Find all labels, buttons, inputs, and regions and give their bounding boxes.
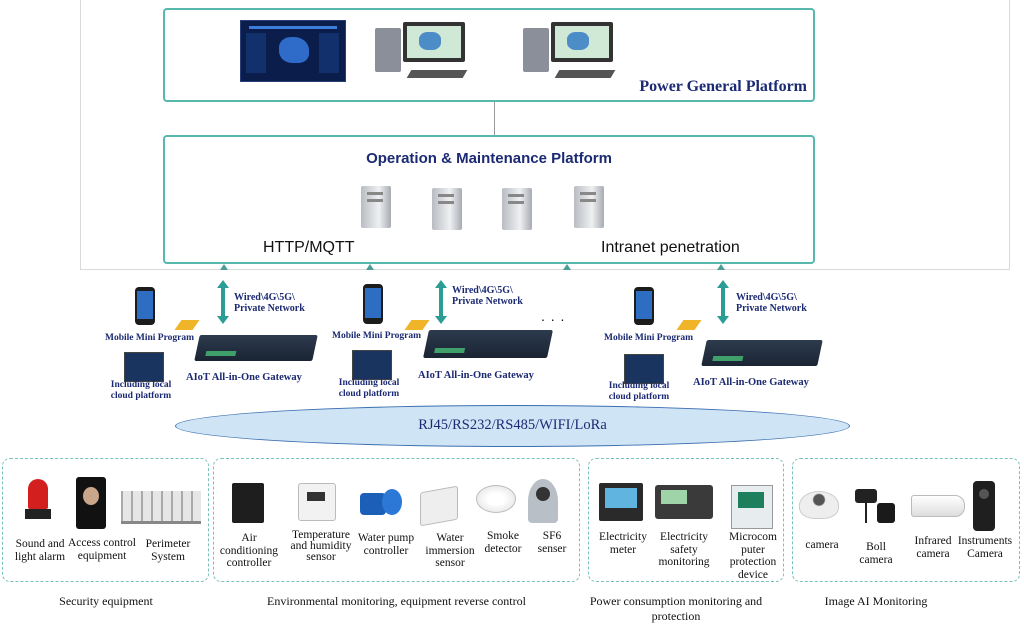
boll-camera-image [847,489,897,525]
device-label: Temperature and humidity sensor [290,529,352,563]
device-label: Water immersion sensor [425,532,475,569]
group-image-ai: camera Boll camera Infrared camera Instr… [792,458,1020,582]
gateway-unit: Wired\4G\5G\ Private Network Mobile Mini… [100,280,330,405]
protocol-bus-label: RJ45/RS232/RS485/WIFI/LoRa [418,417,607,433]
category-label: Security equipment [59,594,153,608]
power-general-platform-box: Power General Platform [163,8,815,102]
network-label: Wired\4G\5G\ Private Network [452,285,523,307]
device-label: Infrared camera [914,535,952,560]
local-platform-screen-image [124,352,164,382]
temperature-humidity-sensor-image [298,483,336,521]
protocol-bus: RJ45/RS232/RS485/WIFI/LoRa [175,405,850,447]
phone-image [135,287,155,325]
instruments-camera-image [973,481,995,531]
electricity-safety-monitor-image [655,485,713,519]
ellipsis: . . . [541,308,566,324]
network-arrow [435,280,447,324]
device-label: Electricity meter [599,531,647,556]
device-label: SF6 senser [537,530,567,555]
water-pump-image [360,489,404,519]
gateway-device-image [423,330,553,358]
alarm-light-image [25,479,51,521]
device-label: Electricity safety monitoring [658,531,710,568]
device-label: Air conditioning controller [219,532,279,569]
platform-frame [80,0,1010,270]
group-environmental: Air conditioning controller Temperature … [213,458,580,582]
port-marker [563,264,571,270]
dome-camera-image [799,491,839,519]
phone-image [634,287,654,325]
wireless-signal-icon [404,320,430,330]
computer-image [375,22,475,84]
network-label: Wired\4G\5G\ Private Network [234,292,305,314]
network-arrow [217,280,229,324]
device-label: Water pump controller [357,532,415,557]
infrared-camera-image [911,495,965,517]
port-marker [717,264,725,270]
electricity-meter-image [599,483,643,521]
device-label: Instruments Camera [957,535,1013,560]
category-label: Image AI Monitoring [824,594,928,608]
network-arrow [717,280,729,324]
device-label: Smoke detector [484,530,522,555]
device-label: Microcom puter protection device [729,531,777,581]
category-label: Power consumption monitoring and protect… [589,594,763,623]
access-control-image [76,477,106,529]
server-icon [502,188,532,230]
wireless-signal-icon [676,320,702,330]
om-platform-box: Operation & Maintenance Platform HTTP/MQ… [163,135,815,264]
gateway-device-image [701,340,823,366]
category-label: Environmental monitoring, equipment reve… [267,594,526,608]
intranet-penetration-label: Intranet penetration [601,239,740,256]
device-label: camera [805,539,839,551]
local-platform-screen-image [352,350,392,380]
smoke-detector-image [476,485,516,513]
sf6-sensor-image [528,479,558,523]
local-cloud-label: Including local cloud platform [338,378,400,399]
protection-device-image [731,485,773,529]
water-immersion-sensor-image [420,485,458,527]
wireless-signal-icon [174,320,200,330]
local-cloud-label: Including local cloud platform [608,381,670,402]
group-power: Electricity meter Electricity safety mon… [588,458,784,582]
power-general-platform-title: Power General Platform [639,78,807,95]
gateway-label: AIoT All-in-One Gateway [418,370,534,381]
device-label: Perimeter System [145,538,191,563]
connector-line [494,102,495,135]
om-platform-title: Operation & Maintenance Platform [366,150,612,167]
gateway-unit: Wired\4G\5G\ Private Network Mobile Mini… [328,280,558,405]
mobile-mini-program-label: Mobile Mini Program [332,331,422,341]
gateway-label: AIoT All-in-One Gateway [693,377,809,388]
http-mqtt-label: HTTP/MQTT [263,239,355,256]
mobile-mini-program-label: Mobile Mini Program [105,333,195,343]
gateway-unit: Wired\4G\5G\ Private Network Mobile Mini… [600,280,830,405]
group-security: Sound and light alarm Access control equ… [2,458,209,582]
device-label: Sound and light alarm [14,538,66,563]
server-icon [361,186,391,228]
mobile-mini-program-label: Mobile Mini Program [604,333,694,343]
perimeter-fence-image [121,491,201,524]
gateway-label: AIoT All-in-One Gateway [186,372,302,383]
device-label: Boll camera [859,541,893,566]
local-cloud-label: Including local cloud platform [110,380,172,401]
device-label: Access control equipment [67,537,137,562]
air-conditioning-controller-image [232,483,264,523]
server-icon [432,188,462,230]
port-marker [366,264,374,270]
server-icon [574,186,604,228]
computer-image [523,22,623,84]
network-label: Wired\4G\5G\ Private Network [736,292,807,314]
local-platform-screen-image [624,354,664,384]
gateway-device-image [194,335,318,361]
phone-image [363,284,383,324]
dashboard-screen-image [240,20,346,82]
port-marker [220,264,228,270]
